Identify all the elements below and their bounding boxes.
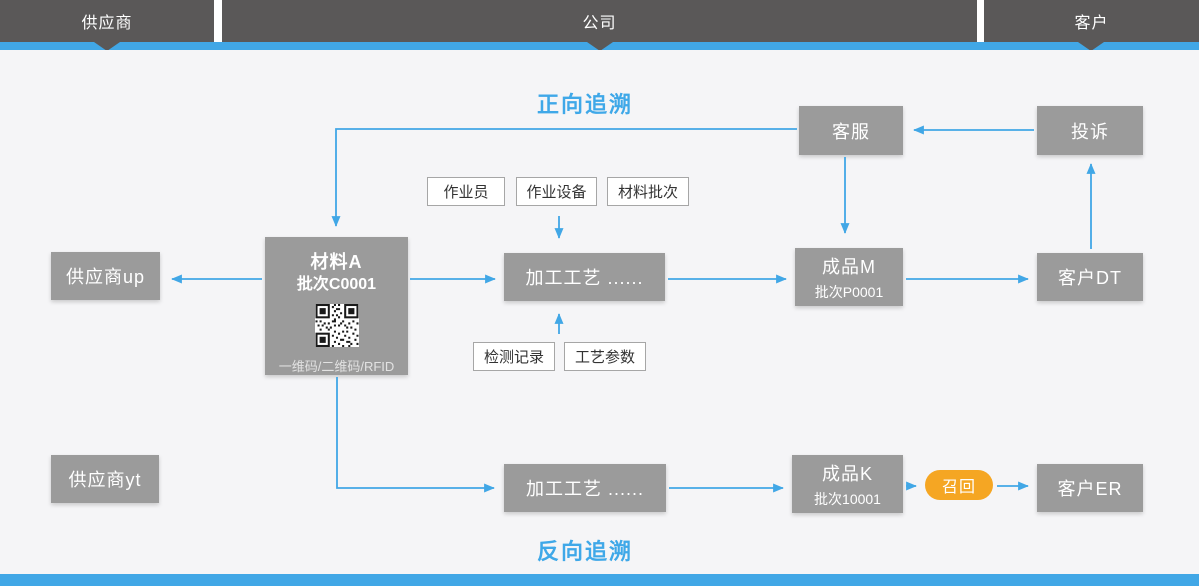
- node-supplier-up-label: 供应商up: [65, 267, 146, 287]
- qr-code-icon: [314, 304, 359, 347]
- tag-material-batch: 材料批次: [607, 177, 689, 206]
- node-customer-service: 客服: [799, 106, 903, 155]
- node-product-m-title: 成品M: [822, 256, 876, 277]
- header-label-customer: 客户: [1074, 15, 1109, 32]
- header-pointer-company: [587, 42, 613, 51]
- node-material-a-caption: 一维码/二维码/RFID: [278, 359, 395, 374]
- tag-equipment-label: 作业设备: [526, 184, 587, 201]
- node-recall: 召回: [925, 470, 993, 500]
- node-process-top: 加工工艺 ......: [504, 253, 665, 301]
- tag-material-batch-label: 材料批次: [617, 184, 678, 201]
- node-customer-er-label: 客户ER: [1057, 479, 1123, 499]
- node-material-a-title: 材料A: [310, 252, 363, 272]
- header-segment-company: 公司: [222, 0, 977, 42]
- tag-process-parameter-label: 工艺参数: [574, 349, 635, 366]
- node-complaint: 投诉: [1037, 106, 1143, 155]
- tag-operator-label: 作业员: [443, 184, 489, 201]
- tag-equipment: 作业设备: [516, 177, 597, 206]
- tag-process-parameter: 工艺参数: [564, 342, 646, 371]
- node-customer-dt: 客户DT: [1037, 253, 1143, 301]
- node-customer-dt-label: 客户DT: [1058, 268, 1122, 288]
- footer-accent-bar: [0, 574, 1199, 586]
- node-process-bottom-label: 加工工艺 ......: [525, 479, 644, 499]
- forward-trace-title: 正向追溯: [536, 92, 633, 117]
- tag-inspection-record-label: 检测记录: [483, 349, 544, 366]
- node-product-k-title: 成品K: [821, 463, 873, 484]
- node-process-bottom: 加工工艺 ......: [504, 464, 666, 512]
- tag-inspection-record: 检测记录: [473, 342, 555, 371]
- header-pointer-customer: [1078, 42, 1104, 51]
- node-product-m-batch: 批次P0001: [814, 283, 884, 300]
- node-supplier-yt-label: 供应商yt: [68, 470, 142, 490]
- node-material-a: 材料A 批次C0001 一维码/二维码/RFID: [265, 237, 408, 375]
- tag-operator: 作业员: [427, 177, 505, 206]
- node-customer-service-label: 客服: [832, 121, 870, 142]
- node-material-a-batch: 批次C0001: [296, 276, 377, 293]
- header-segment-supplier: 供应商: [0, 0, 214, 42]
- header-label-company: 公司: [582, 15, 617, 32]
- node-complaint-label: 投诉: [1071, 121, 1109, 142]
- header-pointer-supplier: [94, 42, 120, 51]
- backward-trace-title: 反向追溯: [536, 539, 633, 564]
- node-product-k: 成品K 批次10001: [792, 455, 903, 513]
- node-recall-label: 召回: [941, 479, 976, 496]
- node-supplier-yt: 供应商yt: [51, 455, 159, 503]
- node-customer-er: 客户ER: [1037, 464, 1143, 512]
- node-product-k-batch: 批次10001: [814, 490, 881, 507]
- header-label-supplier: 供应商: [81, 15, 133, 32]
- node-supplier-up: 供应商up: [51, 252, 160, 300]
- header-segment-customer: 客户: [984, 0, 1199, 42]
- node-product-m: 成品M 批次P0001: [795, 248, 903, 306]
- node-process-top-label: 加工工艺 ......: [525, 268, 644, 288]
